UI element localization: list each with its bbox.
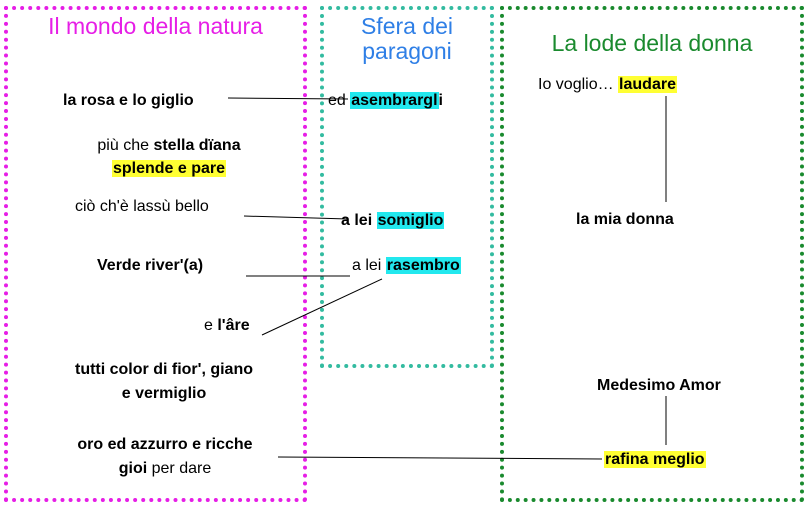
text-splende: splende e pare <box>54 157 284 180</box>
text-oro-line1: oro ed azzurro e ricche <box>77 436 253 453</box>
text-are-pre: e <box>204 317 218 334</box>
text-rasembro: a lei rasembro <box>352 254 461 277</box>
text-a-lei-2: a lei <box>352 257 386 274</box>
text-fior-line1: tutti color di fior', giano <box>74 361 253 378</box>
title-comparisons-line1: Sfera dei <box>360 13 454 39</box>
text-oro-rest: per dare <box>147 460 212 477</box>
text-a-lei-1: a lei <box>341 212 377 229</box>
text-rosa-giglio: la rosa e lo giglio <box>63 92 194 109</box>
text-splende-pare: splende e pare <box>111 160 227 177</box>
text-mia-donna: la mia donna <box>576 211 674 228</box>
text-voglio-laudare: Io voglio… laudare <box>538 73 677 96</box>
title-praise: La lode della donna <box>551 30 753 56</box>
text-are: e l'âre <box>204 314 250 337</box>
text-oro-gioi: gioi <box>118 460 148 477</box>
title-comparisons: Sfera dei paragoni <box>320 14 494 64</box>
text-stella: più che stella dïana <box>54 134 284 157</box>
title-comparisons-line2: paragoni <box>362 38 452 64</box>
connector-lassu <box>243 215 349 220</box>
text-somiglio-word: somiglio <box>376 212 445 229</box>
text-are-bold: l'âre <box>217 317 250 334</box>
text-rafina-meglio: rafina meglio <box>604 451 706 468</box>
title-nature: Il mondo della natura <box>48 13 263 39</box>
text-asembrargli: ed asembrargli <box>328 89 443 112</box>
connector-oro <box>277 456 603 460</box>
text-stella-pre: più che <box>97 137 154 154</box>
text-laudare: laudare <box>618 76 677 93</box>
text-asembrargli-i: i <box>438 92 443 109</box>
connector-rosa <box>227 97 349 100</box>
text-oro-line2: gioi per dare <box>40 457 290 480</box>
panel-comparisons <box>320 6 494 368</box>
text-stella-diana: stella dïana <box>153 137 241 154</box>
text-asembrargl: asembrargl <box>350 92 439 109</box>
text-voglio: Io voglio… <box>538 76 619 93</box>
text-verde-rivera: Verde river'(a) <box>97 257 204 274</box>
panel-praise <box>500 6 804 502</box>
text-rasembro-word: rasembro <box>385 257 461 274</box>
text-fior-line2: e vermiglio <box>121 385 207 402</box>
text-rafina: rafina meglio <box>604 448 706 471</box>
text-somiglio: a lei somiglio <box>341 209 445 232</box>
text-medesimo-amor: Medesimo Amor <box>597 377 721 394</box>
connector-are <box>261 278 383 336</box>
text-ed: ed <box>328 92 351 109</box>
panel-nature <box>4 6 307 502</box>
text-lassu: ciò ch'è lassù bello <box>75 198 209 215</box>
